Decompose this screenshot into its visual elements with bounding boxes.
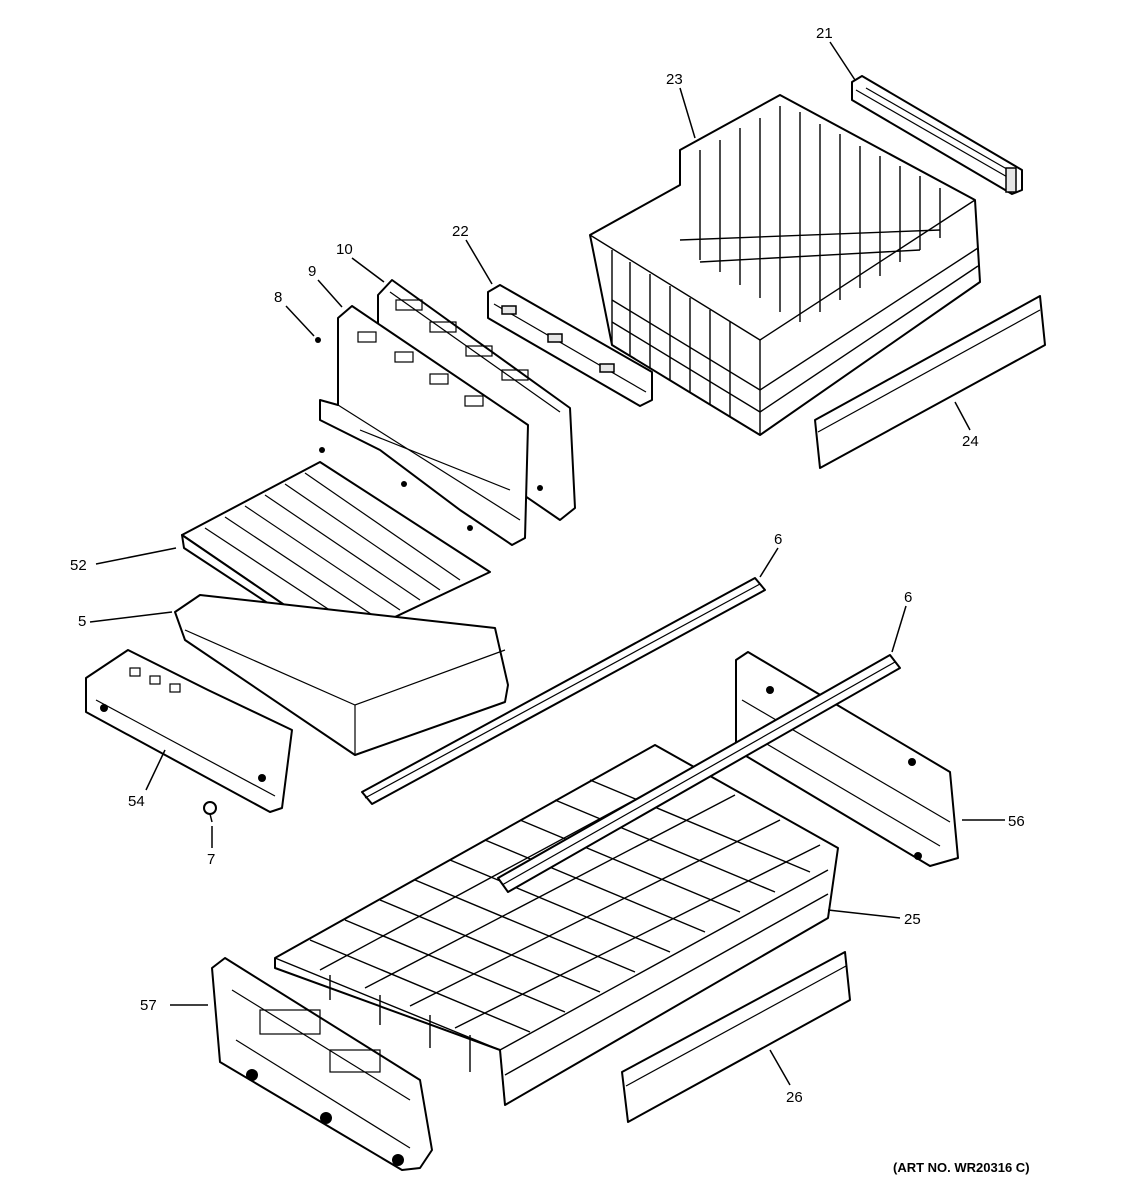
callout-6-left: 6 [774,531,782,548]
callout-10: 10 [336,241,353,258]
part-9-support-plate [319,305,529,546]
callout-labels: 21 23 22 10 9 8 24 6 6 52 5 54 7 56 25 5… [70,25,1025,1106]
art-number: (ART NO. WR20316 C) [893,1160,1030,1175]
callout-23: 23 [666,71,683,88]
part-57-drawer-front [211,957,433,1171]
callout-26: 26 [786,1089,803,1106]
part-21-rail [851,75,1023,195]
callout-24: 24 [962,433,979,450]
callout-9: 9 [308,263,316,280]
part-8-screws [315,337,543,531]
part-54-left-bracket [85,649,293,813]
callout-52: 52 [70,557,87,574]
callout-54: 54 [128,793,145,810]
part-23-upper-wire-basket [589,94,981,436]
callout-8: 8 [274,289,282,306]
callout-5: 5 [78,613,86,630]
callout-7: 7 [207,851,215,868]
callout-57: 57 [140,997,157,1014]
part-24-upper-front-trim [814,295,1046,469]
callout-6-right: 6 [904,589,912,606]
part-6-rod-left [361,577,766,805]
callout-21: 21 [816,25,833,42]
callout-22: 22 [452,223,469,240]
leader-lines [89,41,1005,1086]
part-26-lower-front-trim [621,951,851,1123]
part-5-pan [174,594,509,756]
callout-25: 25 [904,911,921,928]
part-7-screw [203,801,217,823]
part-22-slide-rail [487,284,653,407]
callout-56: 56 [1008,813,1025,830]
part-6-rod-right [497,654,901,893]
